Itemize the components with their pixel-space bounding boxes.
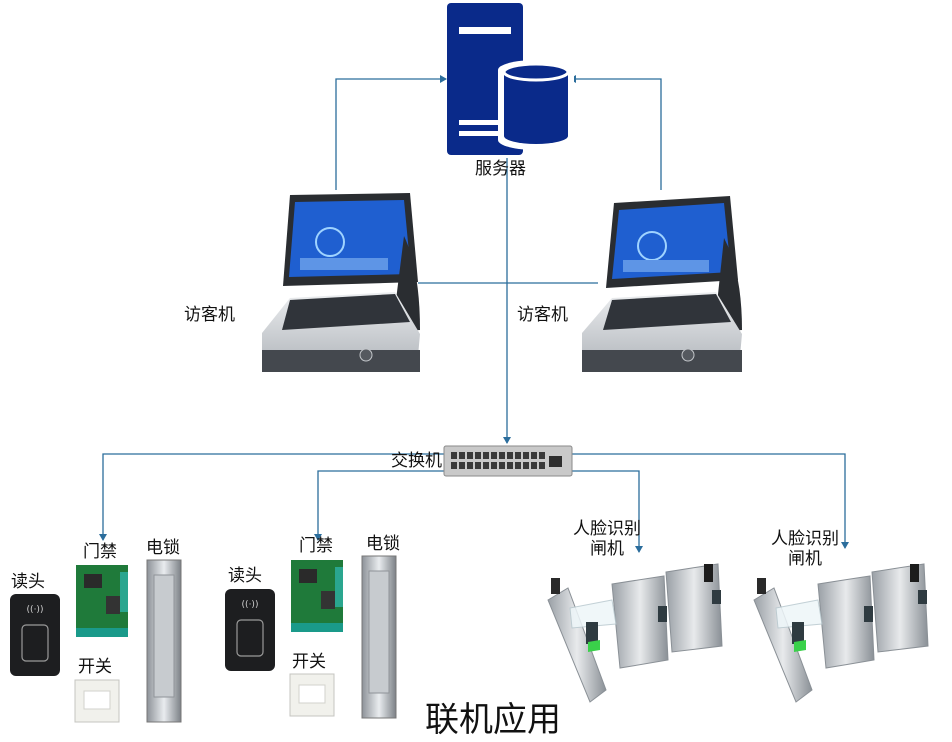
label-electric-lock-2: 电锁 (366, 534, 400, 554)
exit-button-2-icon (289, 673, 335, 717)
switch-port (459, 452, 465, 459)
label-exit-button-1: 开关 (78, 657, 112, 677)
card-reader-2-icon: ((·)) (225, 589, 275, 671)
switch-port (451, 452, 457, 459)
label-face-gate-2: 人脸识别 闸机 (765, 529, 845, 569)
switch-port (507, 462, 513, 469)
label-switch: 交换机 (391, 451, 442, 471)
access-controller-2-icon (291, 560, 343, 632)
switch-port (459, 462, 465, 469)
switch-port (507, 452, 513, 459)
label-card-reader-2: 读头 (228, 566, 262, 586)
server-icon (447, 3, 574, 155)
label-card-reader-1: 读头 (11, 572, 45, 592)
switch-port (491, 452, 497, 459)
switch-port (475, 452, 481, 459)
label-visitor-kiosk-left: 访客机 (184, 305, 235, 325)
visitor-kiosk-right-icon (582, 196, 742, 372)
face-gate-1-icon (547, 563, 723, 703)
link-right-kiosk-to-server (569, 75, 662, 190)
switch-port (539, 462, 545, 469)
exit-button-1-icon (74, 679, 120, 723)
switch-port (491, 462, 497, 469)
switch-port (475, 462, 481, 469)
label-door-controller-1: 门禁 (83, 542, 117, 562)
switch-port (515, 452, 521, 459)
switch-port (483, 462, 489, 469)
svg-text:((·)): ((·)) (242, 600, 259, 610)
switch-port (467, 452, 473, 459)
label-face-gate-2-line2: 闸机 (788, 549, 822, 569)
visitor-kiosk-left-icon (262, 193, 420, 372)
switch-port (499, 452, 505, 459)
switch-port (467, 462, 473, 469)
connectors (99, 75, 849, 553)
switch-port (539, 452, 545, 459)
switch-port (523, 452, 529, 459)
switch-port (531, 462, 537, 469)
link-switch-to-door-1 (99, 453, 444, 541)
link-switch-to-gate-2 (572, 453, 849, 549)
network-switch-icon (443, 445, 573, 477)
label-exit-button-2: 开关 (292, 652, 326, 672)
label-door-controller-2: 门禁 (299, 536, 333, 556)
label-face-gate-2-line1: 人脸识别 (771, 529, 839, 549)
switch-port (499, 462, 505, 469)
switch-port (483, 452, 489, 459)
switch-port (451, 462, 457, 469)
label-electric-lock-1: 电锁 (146, 538, 180, 558)
link-switch-to-door-2 (314, 470, 444, 541)
electric-lock-1-icon (146, 559, 182, 723)
switch-port (523, 462, 529, 469)
electric-lock-2-icon (361, 555, 397, 719)
svg-text:((·)): ((·)) (27, 605, 44, 615)
switch-port (531, 452, 537, 459)
card-reader-1-icon: ((·)) (10, 594, 60, 676)
label-server: 服务器 (475, 159, 526, 179)
access-controller-1-icon (76, 565, 128, 637)
link-switch-to-gate-1 (572, 470, 643, 553)
face-gate-2-icon (753, 563, 929, 703)
switch-port (515, 462, 521, 469)
label-face-gate-1-line1: 人脸识别 (573, 519, 641, 539)
label-visitor-kiosk-right: 访客机 (517, 305, 568, 325)
link-left-kiosk-to-server (335, 75, 447, 190)
label-face-gate-1: 人脸识别 闸机 (567, 519, 647, 559)
diagram-title: 联机应用 (425, 700, 561, 740)
label-face-gate-1-line2: 闸机 (590, 539, 624, 559)
